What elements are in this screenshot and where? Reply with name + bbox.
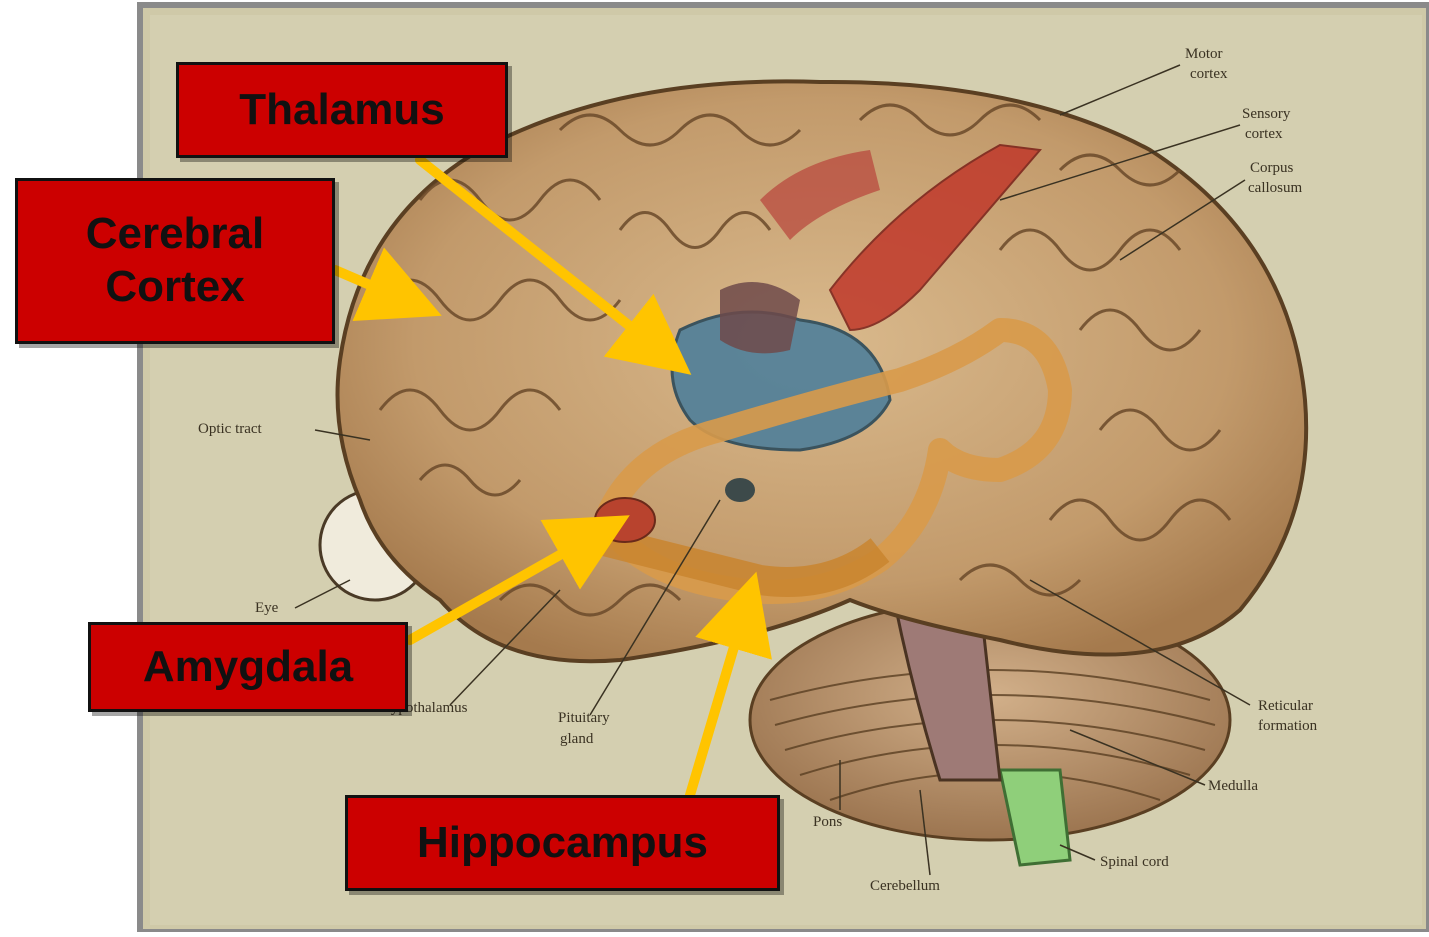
label-reticular-2: formation [1258, 718, 1318, 734]
callout-cerebral-cortex: Cerebral Cortex [15, 178, 335, 344]
label-reticular-1: Reticular [1258, 698, 1313, 714]
label-sensory-cortex-1: Sensory [1242, 106, 1291, 122]
pituitary-region [725, 478, 755, 502]
label-eye: Eye [255, 600, 279, 616]
amygdala-region [595, 498, 655, 542]
label-corpus-callosum-2: callosum [1248, 180, 1302, 196]
label-sensory-cortex-2: cortex [1245, 126, 1283, 142]
callout-amygdala: Amygdala [88, 622, 408, 712]
label-pituitary-2: gland [560, 731, 594, 747]
callout-amygdala-text: Amygdala [143, 641, 353, 694]
label-motor-cortex-1: Motor [1185, 46, 1223, 62]
callout-cerebral-cortex-line2: Cortex [105, 261, 244, 314]
callout-cerebral-cortex-line1: Cerebral [86, 208, 265, 261]
label-spinal-cord: Spinal cord [1100, 854, 1169, 870]
callout-hippocampus: Hippocampus [345, 795, 780, 891]
label-pituitary-1: Pituitary [558, 710, 610, 726]
label-pons: Pons [813, 814, 842, 830]
callout-hippocampus-text: Hippocampus [417, 817, 708, 870]
callout-thalamus: Thalamus [176, 62, 508, 158]
label-medulla: Medulla [1208, 778, 1258, 794]
label-optic-tract: Optic tract [198, 421, 263, 437]
label-corpus-callosum-1: Corpus [1250, 160, 1294, 176]
label-motor-cortex-2: cortex [1190, 66, 1228, 82]
label-cerebellum: Cerebellum [870, 878, 940, 894]
callout-thalamus-text: Thalamus [239, 84, 444, 137]
